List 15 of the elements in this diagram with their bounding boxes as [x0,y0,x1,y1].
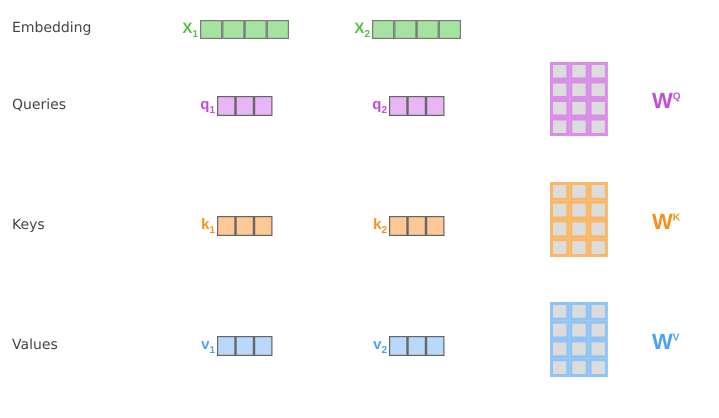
vector-label: k$_{2}$ [373,216,387,236]
vector-label: q$_{2}$ [372,96,387,116]
matrix-label: W$^{Q}$ [652,88,681,114]
row-label: Embedding [12,20,92,36]
vector-label: k$_{1}$ [201,216,215,236]
matrix-label: W$^{V}$ [652,328,680,354]
vector-label: X$_{1}$ [182,20,198,40]
matrix-label: W$^{K}$ [652,208,680,234]
vector-label: q$_{1}$ [200,96,215,116]
vector-label: X$_{2}$ [354,20,370,40]
row-label: Queries [12,97,66,113]
vector-label: v$_{2}$ [373,336,387,356]
row-label: Values [12,337,58,353]
vector-label: v$_{1}$ [201,336,215,356]
row-label: Keys [12,217,45,233]
